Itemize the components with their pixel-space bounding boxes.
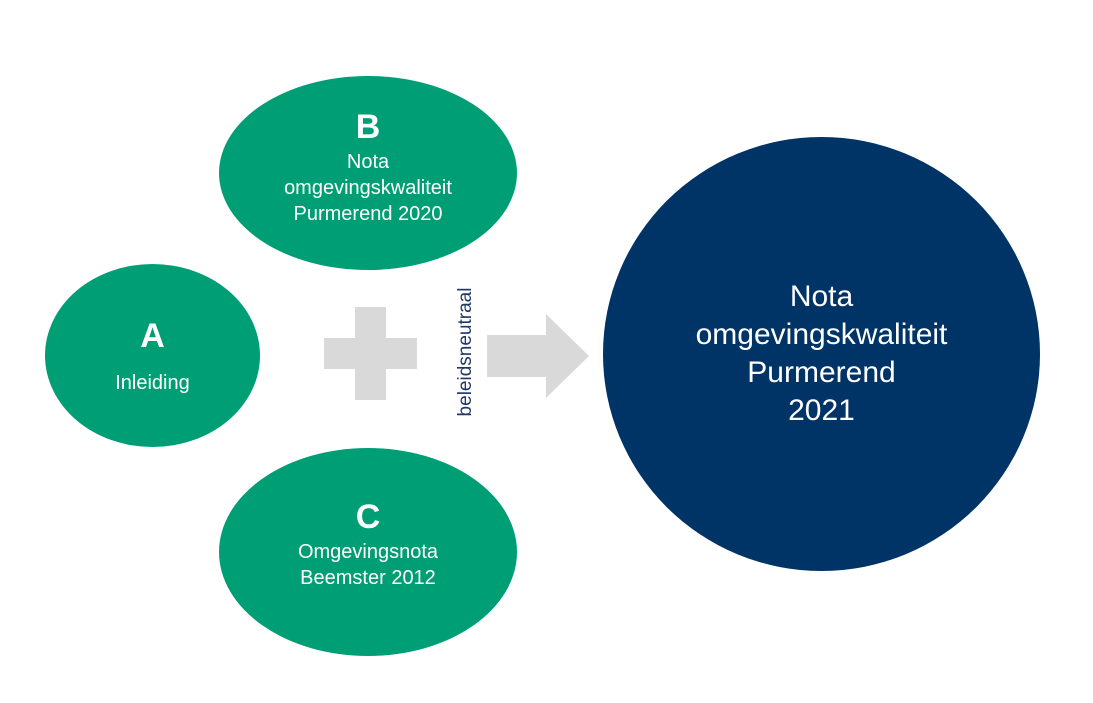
node-a-line-1: Inleiding <box>115 371 190 394</box>
node-c-line-2: Beemster 2012 <box>300 567 436 589</box>
plus-icon-horizontal-bar <box>324 338 417 369</box>
node-b-line-1: Nota <box>346 151 390 173</box>
node-b-line-2: omgevingskwaliteit <box>284 177 452 199</box>
node-c-line-1: Omgevingsnota <box>297 541 439 563</box>
node-c-letter: C <box>355 498 381 536</box>
node-a-letter: A <box>140 316 165 355</box>
arrow-label: beleidsneutraal <box>455 287 476 417</box>
node-a: A Inleiding <box>45 264 260 447</box>
node-b-letter: B <box>355 108 381 146</box>
result-line-3: Purmerend <box>747 356 896 389</box>
result-line-1: Nota <box>789 280 854 313</box>
result-line-2: omgevingskwaliteit <box>695 318 948 351</box>
result-node: Nota omgevingskwaliteit Purmerend 2021 <box>603 137 1040 571</box>
right-arrow-icon <box>487 314 589 398</box>
node-b-line-3: Purmerend 2020 <box>293 203 443 225</box>
result-line-4: 2021 <box>788 394 855 427</box>
node-b: B Nota omgevingskwaliteit Purmerend 2020 <box>219 76 517 270</box>
node-c: C Omgevingsnota Beemster 2012 <box>219 448 517 656</box>
